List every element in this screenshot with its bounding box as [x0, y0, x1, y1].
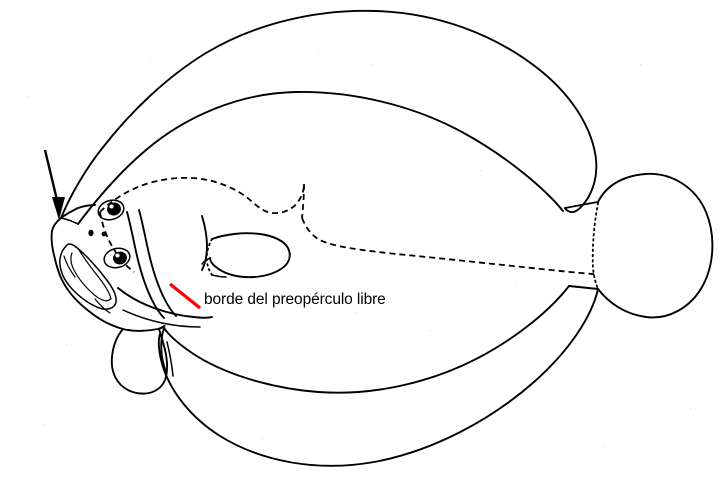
scan-speck	[318, 52, 319, 53]
scan-speck	[150, 60, 151, 61]
body-outline-upper	[77, 91, 564, 225]
head-outline	[50, 217, 165, 332]
pectoral-fin	[201, 232, 291, 279]
upper-eye	[97, 199, 125, 221]
scan-speck	[690, 408, 691, 409]
opercle	[117, 215, 213, 328]
scan-speck	[640, 64, 641, 65]
head-nape	[60, 204, 96, 225]
callout-leader-line	[169, 282, 201, 310]
caudal-fin	[597, 172, 714, 319]
preopercle-leader	[169, 282, 201, 310]
callout-label-preopercle: borde del preopérculo libre	[204, 291, 386, 308]
head-dashed-contour	[99, 176, 305, 273]
scan-speck	[430, 330, 431, 331]
arrow-indicator	[43, 149, 65, 220]
preopercle-edge	[126, 209, 177, 319]
nostrils	[88, 229, 107, 237]
pelvic-fin	[110, 325, 168, 395]
body-outline-lower	[163, 285, 570, 394]
scan-speck	[356, 312, 357, 313]
mouth	[59, 243, 117, 314]
scan-speck	[212, 118, 213, 119]
caudal-peduncle	[564, 201, 599, 290]
scan-speck	[480, 170, 481, 171]
scan-speck	[262, 438, 263, 439]
scan-speck	[516, 284, 517, 285]
scan-speck	[44, 424, 45, 425]
caudal-peduncle-dotted-divider	[591, 202, 599, 290]
dorsal-fin	[60, 9, 598, 219]
scan-speck	[372, 64, 373, 65]
lateral-line	[301, 217, 595, 275]
anal-fin	[157, 288, 599, 467]
scan-speck	[28, 96, 29, 97]
scan-speck	[604, 446, 605, 447]
lower-eye	[103, 247, 131, 269]
scan-speck	[66, 344, 67, 345]
ventral-strut	[166, 341, 174, 377]
